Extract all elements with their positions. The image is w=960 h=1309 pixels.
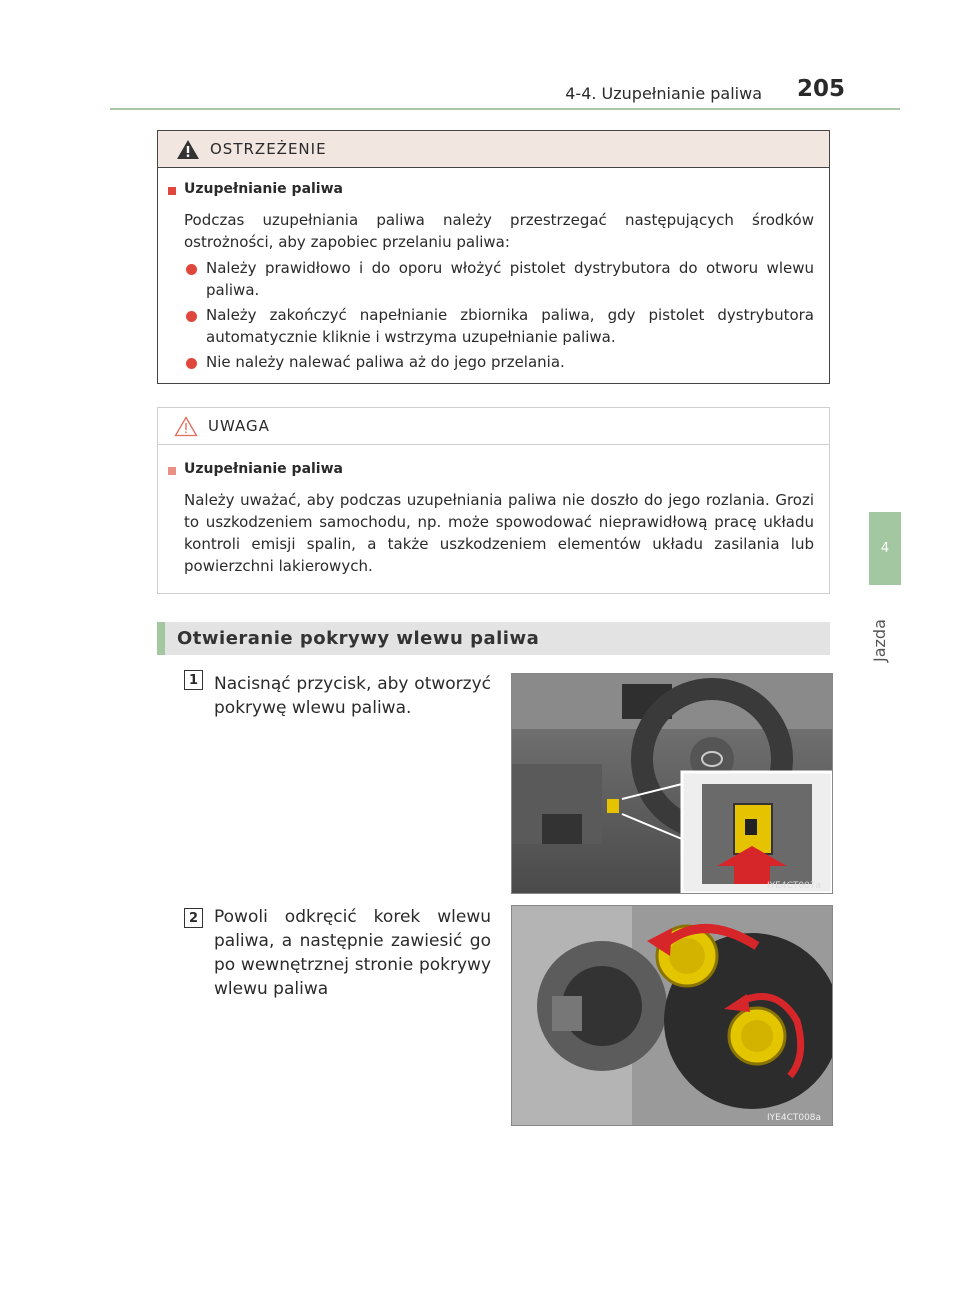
caution-text: Należy uważać, aby podczas uzupełniania … <box>184 491 814 575</box>
warning-triangle-icon <box>177 140 199 159</box>
caution-section-title: Uzupełnianie paliwa <box>184 461 343 477</box>
caution-box: UWAGA Uzupełnianie paliwa Należy uważać,… <box>157 407 830 594</box>
fuel-cap-photo: IYE4CT008a <box>511 905 833 1126</box>
section-heading: Otwieranie pokrywy wlewu paliwa <box>157 622 830 655</box>
bullet-icon <box>186 358 197 369</box>
warning-bullet-1: Należy prawidłowo i do oporu włożyć pist… <box>206 259 814 299</box>
section-title: Otwieranie pokrywy wlewu paliwa <box>177 628 540 649</box>
image-code-1: IYE4CT007a <box>767 881 821 891</box>
caution-triangle-icon <box>174 416 198 437</box>
chapter-tab: 4 <box>869 512 901 585</box>
step-1-text: Nacisnąć przycisk, aby otworzyć pokrywę … <box>214 674 491 718</box>
bullet-icon <box>186 311 197 322</box>
fuel-cap-illustration: IYE4CT008a <box>512 906 832 1125</box>
header-rule <box>110 108 900 110</box>
running-header: 4-4. Uzupełnianie paliwa <box>565 84 762 103</box>
bullet-icon <box>186 264 197 275</box>
warning-intro: Podczas uzupełniania paliwa należy przes… <box>184 211 814 251</box>
step-number-1: 1 <box>184 670 203 690</box>
step-2-text: Powoli odkręcić korek wlewu paliwa, a na… <box>214 907 491 999</box>
warning-bullet-2: Należy zakończyć napełnianie zbiornika p… <box>206 306 814 346</box>
section-square-icon <box>168 187 176 195</box>
warning-title: OSTRZEŻENIE <box>210 140 327 158</box>
dashboard-illustration: IYE4CT007a <box>512 674 832 893</box>
warning-section-title: Uzupełnianie paliwa <box>184 181 343 197</box>
dashboard-photo: IYE4CT007a <box>511 673 833 894</box>
warning-header: OSTRZEŻENIE <box>158 131 829 168</box>
warning-bullet-3: Nie należy nalewać paliwa aż do jego prz… <box>206 353 565 371</box>
page-number: 205 <box>796 76 845 102</box>
image-code-2: IYE4CT008a <box>767 1113 821 1123</box>
warning-box: OSTRZEŻENIE Uzupełnianie paliwa Podczas … <box>157 130 830 384</box>
caution-header: UWAGA <box>158 408 829 445</box>
section-square-icon <box>168 467 176 475</box>
step-number-2: 2 <box>184 908 203 928</box>
chapter-label: Jazda <box>870 619 889 662</box>
caution-title: UWAGA <box>208 417 270 435</box>
